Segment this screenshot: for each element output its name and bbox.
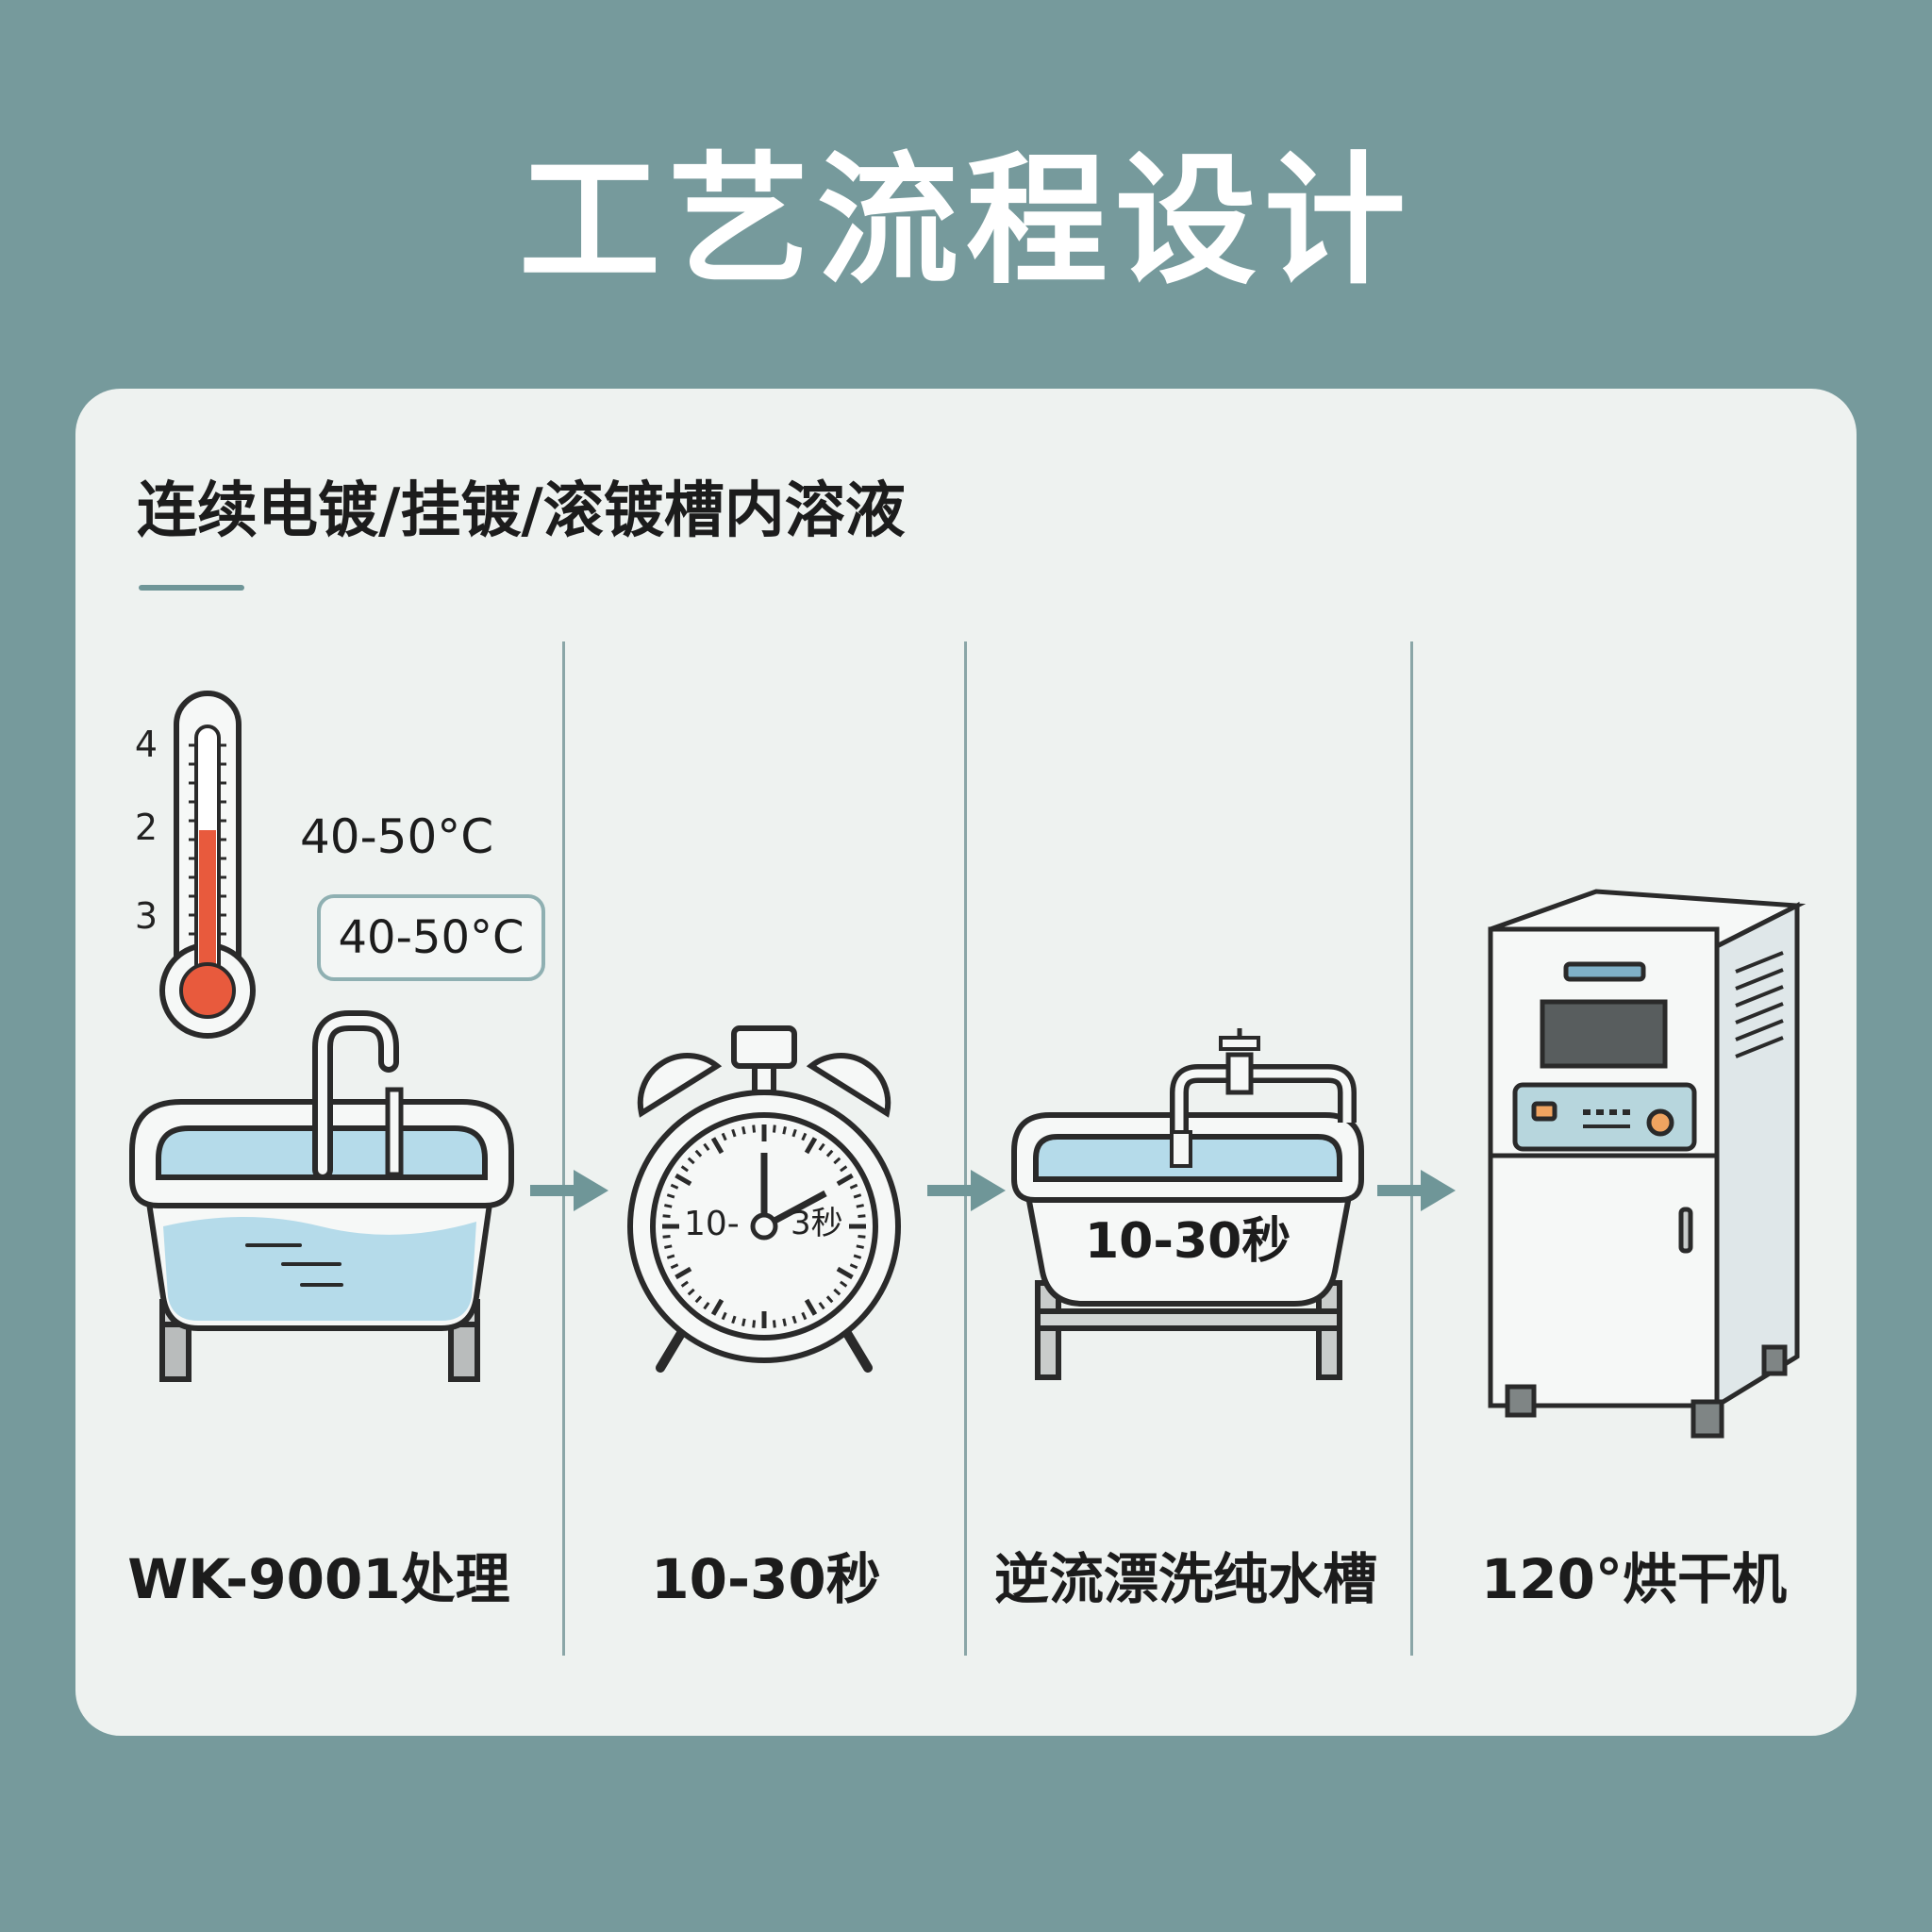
clock-tick <box>731 1128 737 1138</box>
arrow-icon <box>1377 1170 1456 1211</box>
clock-tick <box>853 1254 862 1259</box>
clock-tick <box>664 1244 673 1249</box>
clock-tick <box>687 1157 695 1165</box>
clock-tick <box>818 1302 825 1310</box>
clock-tick <box>853 1193 862 1199</box>
clock-tick <box>694 1149 703 1158</box>
clock-tick <box>721 1132 727 1141</box>
column-divider-2 <box>964 641 967 1656</box>
clock-tick <box>675 1266 692 1280</box>
clock-tick <box>849 1183 858 1190</box>
clock-tick <box>836 1266 854 1280</box>
clock-tick <box>666 1193 675 1199</box>
subtitle-underline <box>139 585 244 591</box>
clock-tick <box>858 1214 866 1219</box>
clock-tick <box>662 1214 671 1219</box>
clock-tick <box>804 1137 818 1155</box>
clock-right-label: 3秒 <box>791 1205 843 1242</box>
clock-tick <box>804 1298 818 1316</box>
clock-tick <box>791 1128 797 1138</box>
clock-tick <box>741 1126 746 1135</box>
clock-tick <box>670 1263 679 1270</box>
clock-tick <box>664 1204 673 1208</box>
clock-tick <box>840 1280 848 1288</box>
clock-tick <box>752 1320 757 1328</box>
clock-tick <box>856 1204 864 1208</box>
clock-tick <box>825 1149 834 1158</box>
thermometer-scale-label: 4 <box>134 724 158 765</box>
arrow-icon <box>927 1170 1006 1211</box>
clock-tick <box>801 1311 808 1321</box>
clock-tick <box>782 1126 787 1135</box>
clock-tick <box>703 1302 710 1310</box>
page-title: 工艺流程设计 <box>518 140 1413 304</box>
clock-tick <box>694 1295 703 1304</box>
step-label-rinse: 逆流漂洗纯水槽 <box>993 1547 1377 1611</box>
clock-tick <box>833 1157 841 1165</box>
clock-tick <box>791 1315 797 1324</box>
clock-tick <box>825 1295 834 1304</box>
clock-tick <box>840 1165 848 1173</box>
clock-tick <box>858 1234 866 1239</box>
step-label-treatment: WK-9001处理 <box>127 1547 510 1611</box>
clock-tick <box>782 1318 787 1326</box>
temperature-badge: 40-50°C <box>317 894 545 981</box>
clock-tick <box>856 1244 864 1249</box>
clock-tick <box>849 1263 858 1270</box>
column-divider-1 <box>562 641 565 1656</box>
thermometer-icon <box>159 691 256 1039</box>
thermometer-scale-label: 3 <box>134 895 158 937</box>
temperature-text: 40-50°C <box>300 809 494 864</box>
clock-left-label: 10- <box>684 1205 740 1243</box>
clock-tick <box>687 1288 695 1296</box>
column-divider-3 <box>1410 641 1413 1656</box>
clock-tick <box>703 1142 710 1151</box>
arrow-icon <box>530 1170 608 1211</box>
card-subtitle: 连续电镀/挂镀/滚镀槽内溶液 <box>137 476 906 546</box>
clock-tick <box>741 1318 746 1326</box>
clock-tick <box>833 1288 841 1296</box>
clock-tick <box>666 1254 675 1259</box>
dryer-machine-icon <box>1488 889 1807 1439</box>
clock-tick <box>670 1183 679 1190</box>
clock-tick <box>710 1298 724 1316</box>
clock-tick <box>675 1173 692 1187</box>
clock-tick <box>680 1280 689 1288</box>
clock-tick <box>731 1315 737 1324</box>
clock-tick <box>721 1311 727 1321</box>
clock-tick <box>680 1165 689 1173</box>
clock-tick <box>801 1132 808 1141</box>
step-label-dryer: 120°烘干机 <box>1480 1547 1788 1611</box>
thermometer-scale-label: 2 <box>134 807 158 848</box>
clock-tick <box>836 1173 854 1187</box>
clock-tick <box>662 1234 671 1239</box>
plating-tank-icon <box>129 1010 514 1382</box>
rinse-tank-icon <box>1011 1028 1364 1380</box>
step-label-duration: 10-30秒 <box>651 1547 881 1611</box>
rinse-tank-label: 10-30秒 <box>1085 1213 1291 1270</box>
alarm-clock-icon <box>627 1025 901 1373</box>
clock-tick <box>818 1142 825 1151</box>
clock-tick <box>752 1124 757 1133</box>
clock-tick <box>710 1137 724 1155</box>
